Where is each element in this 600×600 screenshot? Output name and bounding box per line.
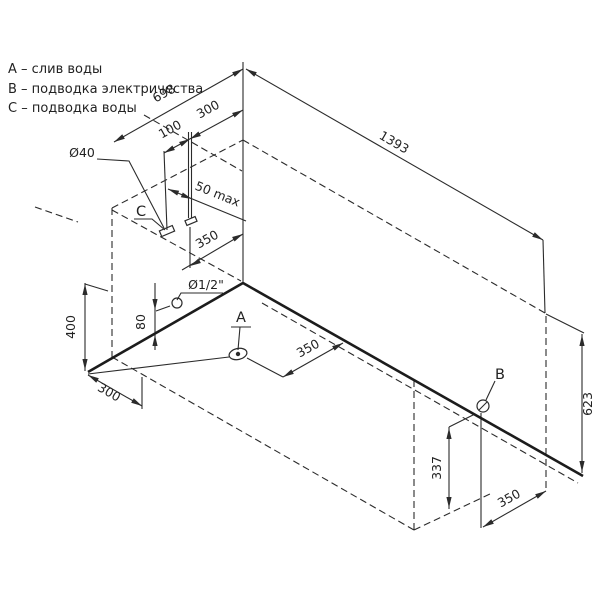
legend-item-b: B – подводка электричества	[8, 82, 203, 97]
dim-80: 80	[133, 314, 148, 330]
half-inch-fitting-circle	[171, 297, 183, 309]
dim-350-supply: 350	[193, 227, 221, 252]
legend: A – слив воды B – подводка электричества…	[8, 62, 203, 116]
tub-right-back-vertical	[542, 239, 546, 314]
tub-rim-right-wall-line	[242, 139, 546, 314]
drain-center-dot	[235, 351, 241, 357]
dim-300-bottom: 300	[95, 380, 123, 405]
leader-line-b	[485, 380, 496, 401]
floor-edge-left	[87, 281, 244, 374]
water-supply-slot-c	[158, 224, 176, 238]
floor-edge-right	[242, 281, 584, 478]
floor-wall-edges	[87, 281, 584, 478]
dim-50-max: 50 max	[193, 178, 242, 210]
extension-line-c	[163, 150, 168, 231]
tub-floor-front-edge-line	[111, 356, 415, 531]
wall-pipe-outlet-slot	[184, 215, 198, 227]
legend-item-a: A – слив воды	[8, 62, 102, 77]
extension-line-400-top	[84, 283, 109, 292]
arrowheads	[82, 66, 585, 530]
hidden-edges	[34, 114, 579, 531]
connection-marks	[158, 215, 490, 413]
dim-drain-diameter: Ø40	[69, 145, 95, 160]
dim-623: 623	[580, 392, 595, 416]
drain-hole-a	[228, 347, 248, 361]
dim-100: 100	[156, 117, 184, 142]
point-label-b: B	[495, 367, 505, 383]
tub-floor-right-edge-line	[413, 492, 493, 531]
leader-line-a	[237, 326, 241, 351]
tub-rim-diagonal-line	[111, 209, 242, 282]
dim-337: 337	[429, 456, 444, 480]
dim-300: 300	[194, 97, 222, 122]
electric-point-b-circle	[476, 399, 490, 413]
dim-line-100-300	[163, 109, 244, 154]
electric-point-b-tick	[478, 401, 488, 411]
dim-400: 400	[63, 315, 78, 339]
extension-line-80	[155, 305, 171, 312]
extension-line-623-top	[545, 313, 585, 334]
construction-lines	[84, 62, 585, 528]
front-hidden-edge-line	[261, 302, 579, 484]
leader-line-c	[134, 218, 166, 231]
point-label-c: C	[136, 204, 146, 220]
point-labels: A B C	[136, 204, 505, 383]
dim-line-350-supply	[181, 233, 244, 271]
left-short-hidden-line	[34, 206, 79, 223]
point-label-a: A	[236, 310, 246, 326]
leader-line-o40	[96, 158, 165, 229]
legend-item-c: C – подводка воды	[8, 101, 137, 116]
extension-line-337-top	[448, 413, 476, 428]
dim-line-350-drain	[282, 342, 344, 378]
dim-1393: 1393	[377, 128, 412, 157]
dim-line-698	[113, 68, 244, 143]
dim-line-50max	[167, 188, 247, 222]
dim-line-1393	[245, 68, 544, 241]
extension-line-350-drain	[246, 357, 284, 378]
dim-350-drain: 350	[294, 336, 322, 361]
upper-hidden-line	[143, 114, 243, 172]
tub-rim-left-wall-line	[111, 139, 244, 209]
dim-line-350-b	[482, 490, 547, 528]
dim-half-inch-thread: Ø1/2"	[188, 277, 224, 292]
drain-to-corner-line	[87, 356, 230, 375]
